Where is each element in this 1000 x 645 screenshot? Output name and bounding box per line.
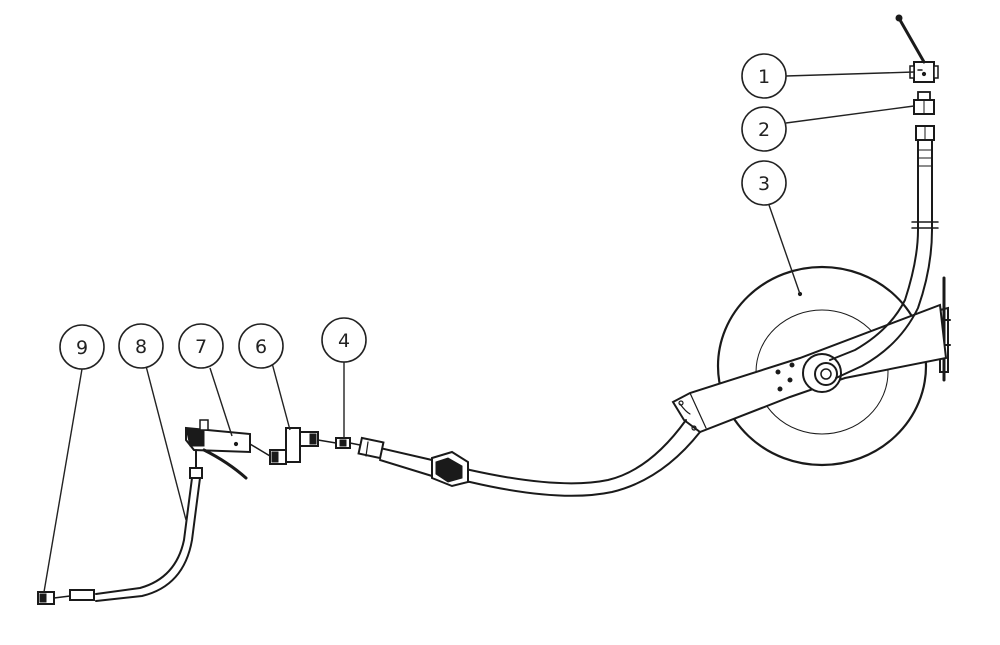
leader-lines xyxy=(43,71,915,593)
callout-2-label: 2 xyxy=(758,119,770,141)
callout-7-label: 7 xyxy=(195,336,207,358)
swivel-elbow xyxy=(269,427,337,465)
callout-9: 9 xyxy=(59,324,105,370)
callout-8: 8 xyxy=(118,323,164,369)
short-hose xyxy=(69,477,201,602)
callout-1: 1 xyxy=(741,53,787,99)
callout-4-label: 4 xyxy=(338,330,350,352)
callout-3: 3 xyxy=(741,160,787,206)
callout-1-label: 1 xyxy=(758,66,770,88)
spray-gun xyxy=(185,419,271,480)
callout-8-label: 8 xyxy=(135,336,147,358)
callout-7: 7 xyxy=(178,323,224,369)
reel-hose xyxy=(357,419,701,497)
callout-6: 6 xyxy=(238,323,284,369)
coupling xyxy=(913,91,935,141)
supply-hose xyxy=(829,139,939,379)
callout-4: 4 xyxy=(321,317,367,363)
callout-3-label: 3 xyxy=(758,173,770,195)
callout-9-label: 9 xyxy=(76,337,88,359)
callout-6-label: 6 xyxy=(255,336,267,358)
hose-reel xyxy=(671,265,951,467)
nipple xyxy=(335,437,361,449)
callout-2: 2 xyxy=(741,106,787,152)
nozzle-tip xyxy=(37,591,71,605)
